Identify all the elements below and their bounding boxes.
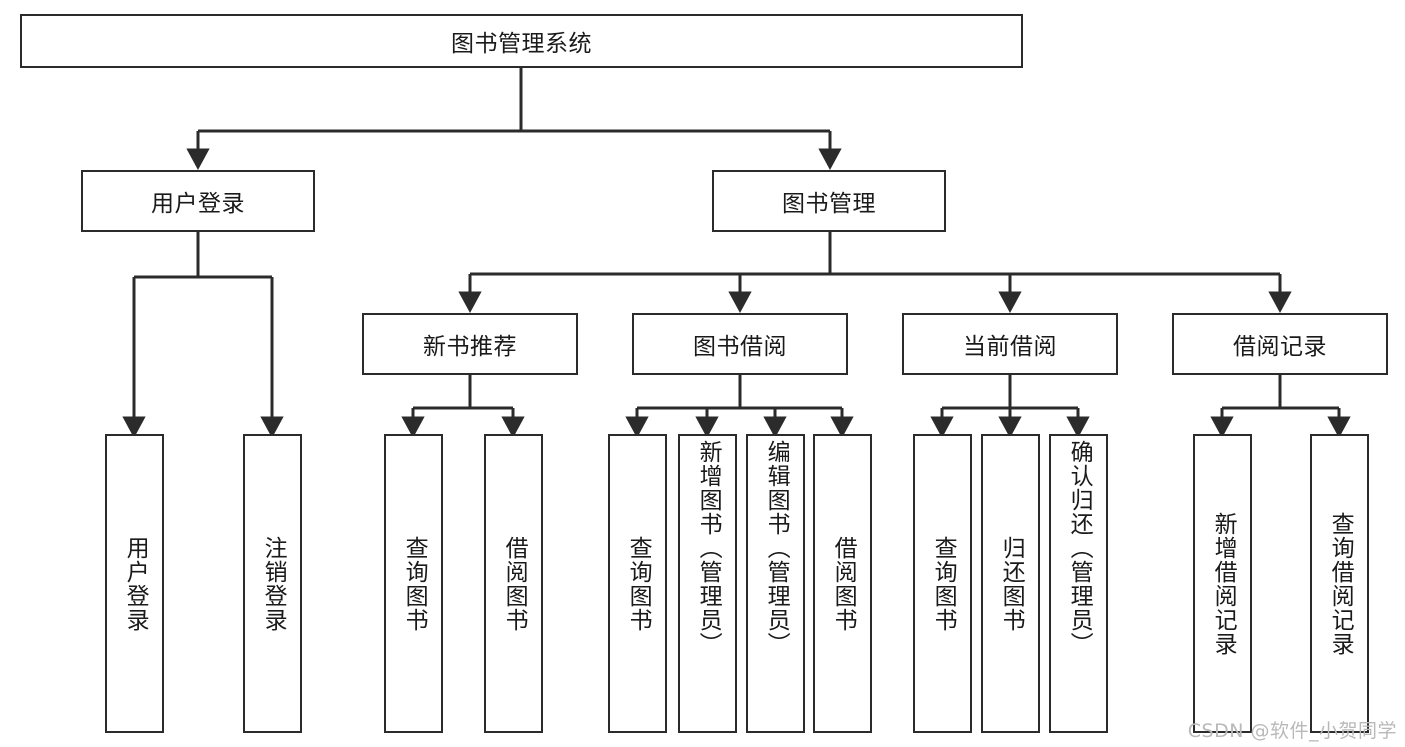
node-leaf-borrow-book-2-label: 借阅图书 [830,535,857,632]
node-leaf-query-book-1-label: 查询图书 [401,535,428,632]
node-current-borrow-label: 当前借阅 [963,334,1057,360]
node-leaf-return-book[interactable]: 归还图书 [981,434,1040,733]
node-leaf-user-login-label: 用户登录 [122,535,149,632]
node-leaf-query-book-3[interactable]: 查询图书 [913,434,972,733]
node-leaf-query-book-2-label: 查询图书 [625,535,652,632]
node-leaf-query-book-1[interactable]: 查询图书 [384,434,443,733]
node-leaf-borrow-book-1-label: 借阅图书 [501,535,528,632]
node-book-manage[interactable]: 图书管理 [712,170,946,232]
node-leaf-edit-book[interactable]: 编辑图书（管理员） [746,434,805,733]
node-leaf-query-book-2[interactable]: 查询图书 [608,434,667,733]
node-book-manage-label: 图书管理 [782,191,876,217]
node-leaf-borrow-book-1[interactable]: 借阅图书 [484,434,543,733]
node-leaf-query-book-3-label: 查询图书 [930,535,957,632]
node-leaf-logout-label: 注销登录 [260,535,287,632]
node-root[interactable]: 图书管理系统 [20,14,1023,68]
node-leaf-confirm-return-label: 确认归还（管理员） [1066,440,1093,656]
node-root-label: 图书管理系统 [451,31,592,57]
node-leaf-return-book-label: 归还图书 [998,535,1025,632]
node-new-book-recommend[interactable]: 新书推荐 [362,313,578,375]
node-leaf-borrow-book-2[interactable]: 借阅图书 [813,434,872,733]
node-new-book-recommend-label: 新书推荐 [423,334,517,360]
node-leaf-add-book[interactable]: 新增图书（管理员） [678,434,737,733]
node-leaf-user-login[interactable]: 用户登录 [105,434,164,733]
node-leaf-confirm-return[interactable]: 确认归还（管理员） [1049,434,1108,733]
node-borrow-record[interactable]: 借阅记录 [1172,313,1388,375]
node-leaf-logout[interactable]: 注销登录 [243,434,302,733]
node-book-borrow-label: 图书借阅 [693,334,787,360]
node-user-login-label: 用户登录 [151,191,245,217]
node-leaf-query-record[interactable]: 查询借阅记录 [1310,434,1369,733]
node-borrow-record-label: 借阅记录 [1233,334,1327,360]
node-leaf-query-record-label: 查询借阅记录 [1327,511,1354,656]
watermark: CSDN @软件_小贺同学 [1187,720,1397,742]
node-user-login[interactable]: 用户登录 [81,170,315,232]
node-leaf-add-record-label: 新增借阅记录 [1210,511,1237,656]
node-leaf-edit-book-label: 编辑图书（管理员） [763,440,790,656]
node-leaf-add-book-label: 新增图书（管理员） [695,440,722,656]
node-book-borrow[interactable]: 图书借阅 [632,313,848,375]
node-current-borrow[interactable]: 当前借阅 [902,313,1118,375]
node-leaf-add-record[interactable]: 新增借阅记录 [1193,434,1252,733]
